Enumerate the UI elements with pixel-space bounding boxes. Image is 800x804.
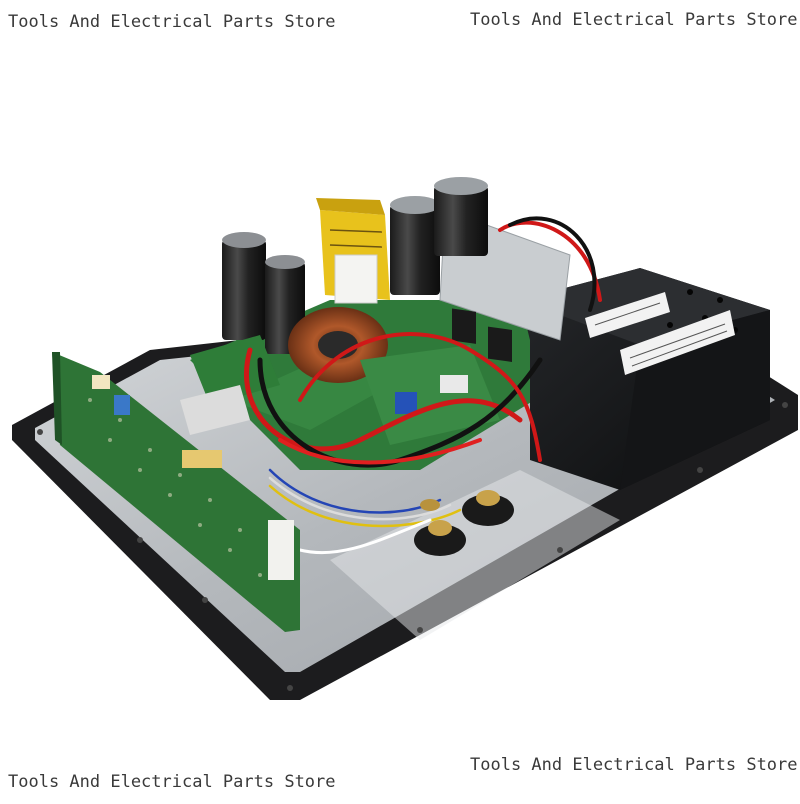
speaker-terminals: [414, 490, 514, 556]
watermark-top-left: Tools And Electrical Parts Store: [8, 12, 336, 32]
watermark-top-right: Tools And Electrical Parts Store: [470, 10, 798, 30]
front-pcb: [52, 352, 300, 632]
left-daughter-board: [190, 335, 280, 405]
mounting-holes: [37, 402, 788, 691]
power-transistors: [452, 308, 512, 362]
transformer: [316, 198, 390, 304]
wiring: [244, 216, 602, 555]
plate-reflection: [330, 470, 620, 640]
black-enclosure: [520, 268, 770, 490]
enclosure-label-2: [620, 310, 735, 375]
enclosure-label-1: [585, 292, 670, 338]
capacitors: [222, 177, 488, 354]
watermark-bottom-right: Tools And Electrical Parts Store: [470, 755, 798, 775]
watermark-bottom-left: Tools And Electrical Parts Store: [8, 772, 336, 792]
